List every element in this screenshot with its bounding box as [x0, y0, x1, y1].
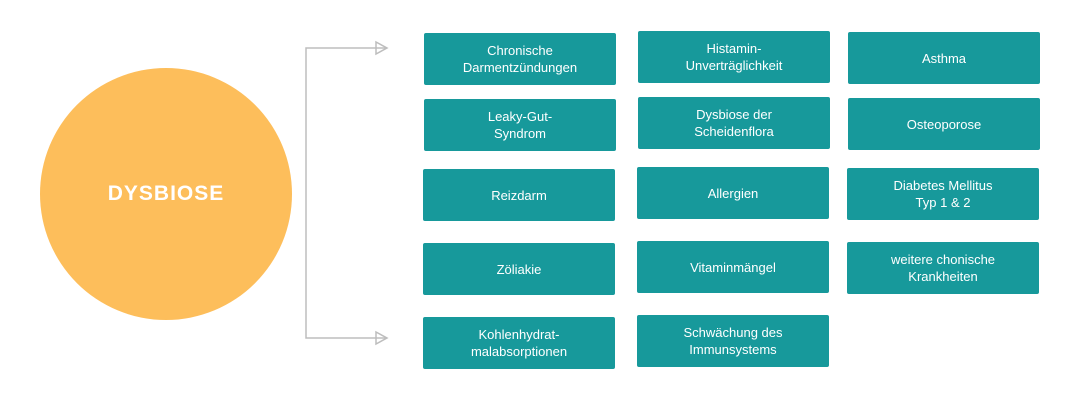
box-chronische-darmentzuendungen: Chronische Darmentzündungen: [424, 33, 616, 85]
box-weitere-krankheiten: weitere chonische Krankheiten: [847, 242, 1039, 294]
center-label: DYSBIOSE: [107, 182, 225, 205]
box-diabetes-mellitus: Diabetes Mellitus Typ 1 & 2: [847, 168, 1039, 220]
box-kohlenhydrat-malabsorptionen: Kohlenhydrat- malabsorptionen: [423, 317, 615, 369]
box-allergien: Allergien: [637, 167, 829, 219]
box-vitaminmaengel: Vitaminmängel: [637, 241, 829, 293]
arrow-head-top: [375, 40, 389, 56]
box-leaky-gut-syndrom: Leaky-Gut- Syndrom: [424, 99, 616, 151]
box-schwaechung-immunsystem: Schwächung des Immunsystems: [637, 315, 829, 367]
bracket-line: [305, 47, 387, 339]
dysbiose-circle: DYSBIOSE: [40, 68, 292, 320]
box-zoeliakie: Zöliakie: [423, 243, 615, 295]
box-histamin-unvertraeglichkeit: Histamin- Unverträglichkeit: [638, 31, 830, 83]
box-osteoporose: Osteoporose: [848, 98, 1040, 150]
box-reizdarm: Reizdarm: [423, 169, 615, 221]
arrow-head-bottom: [375, 330, 389, 346]
box-dysbiose-scheidenflora: Dysbiose der Scheidenflora: [638, 97, 830, 149]
box-asthma: Asthma: [848, 32, 1040, 84]
